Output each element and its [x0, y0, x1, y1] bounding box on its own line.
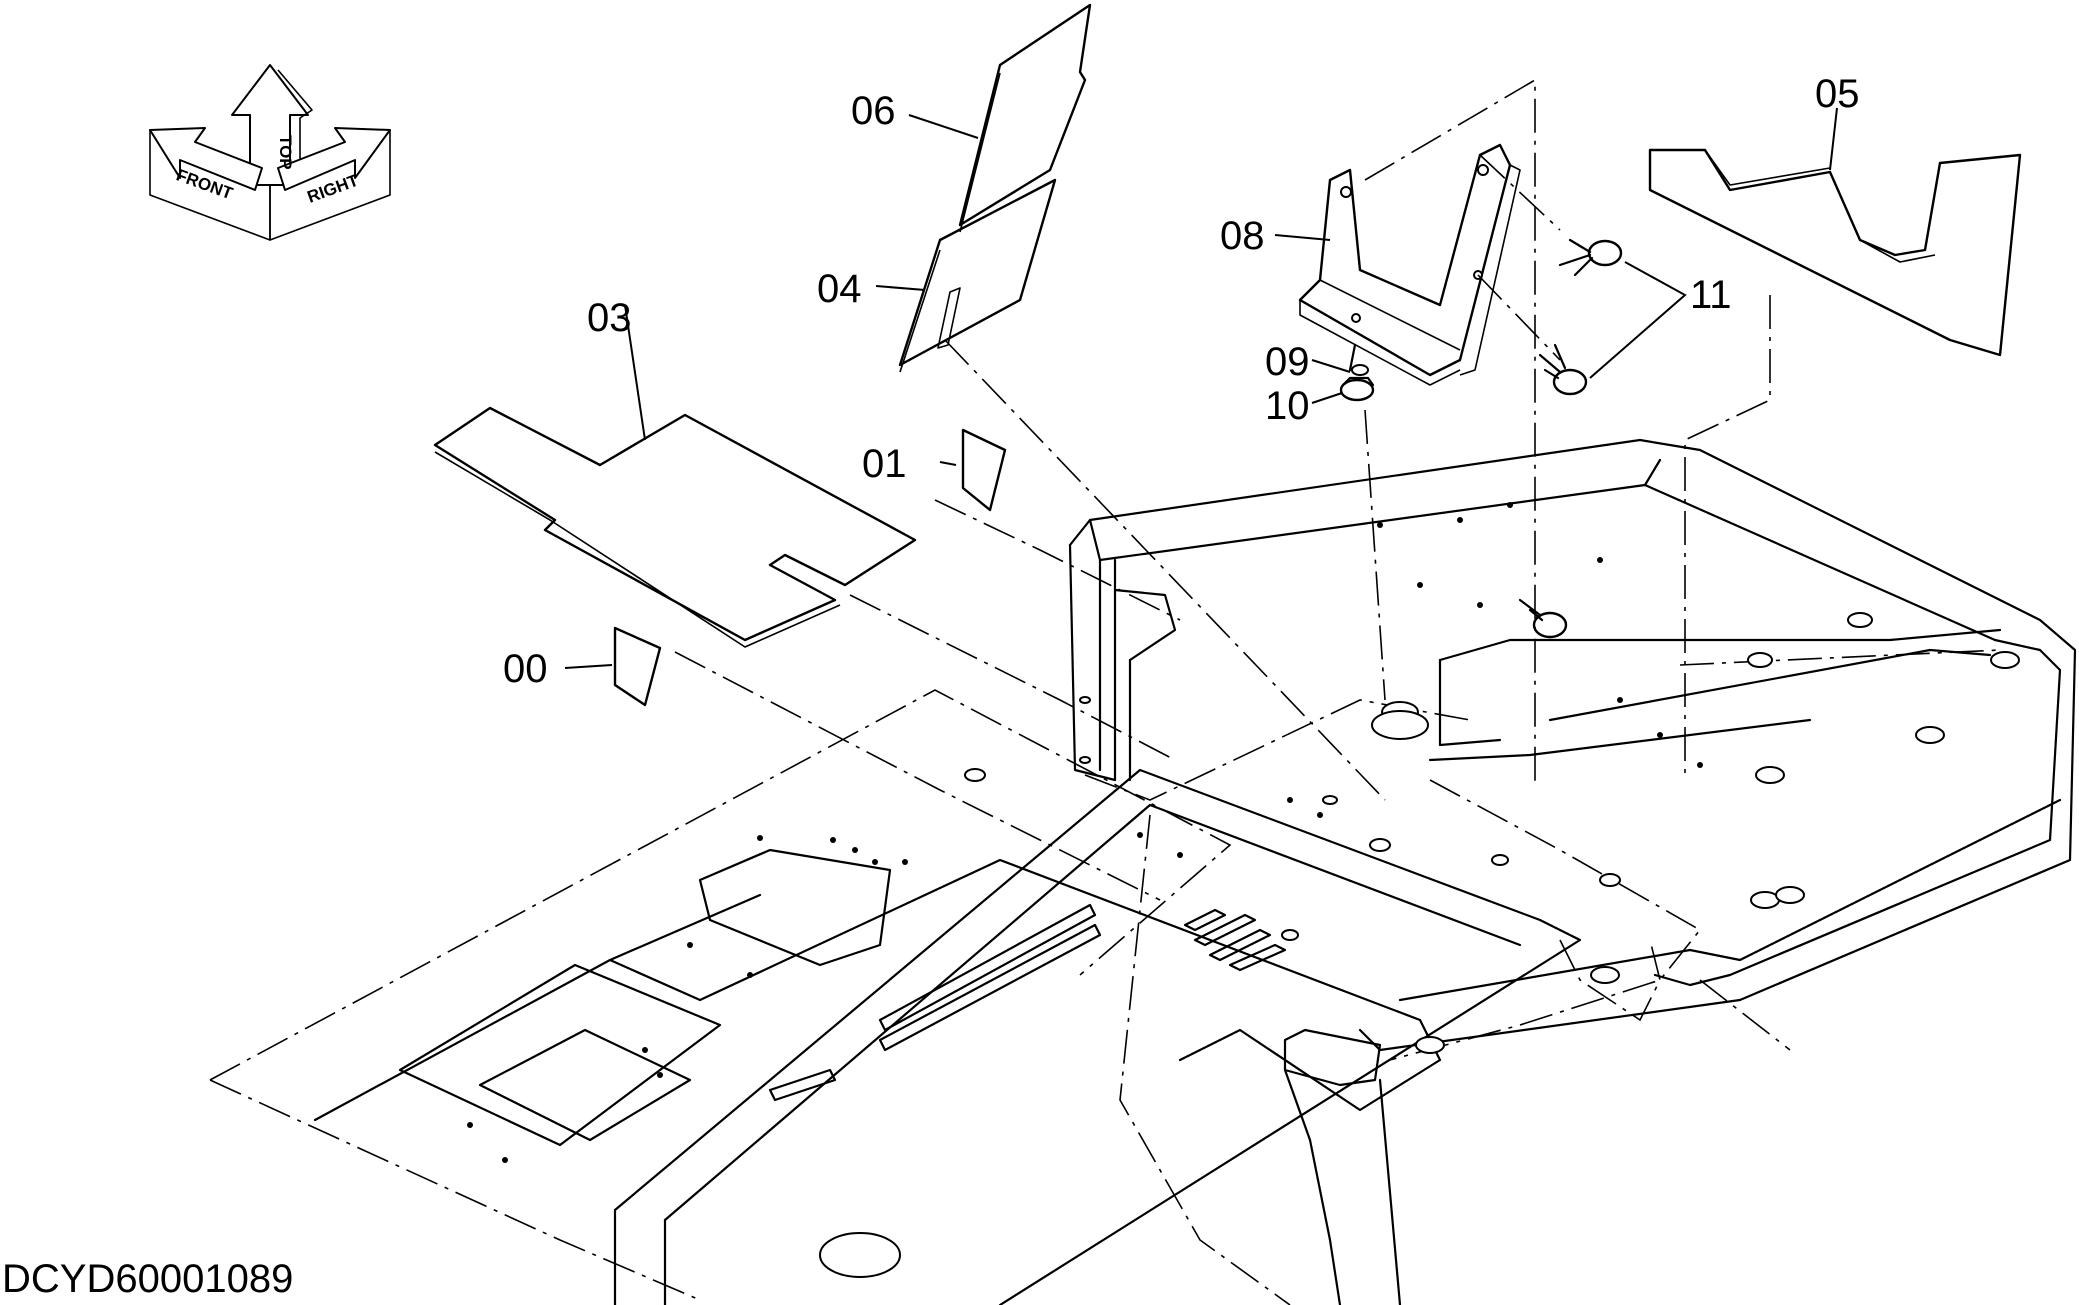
part-11-clamp-upper [1558, 238, 1623, 277]
base-frame [209, 438, 2077, 1305]
callout-09: 09 [1265, 340, 1310, 384]
callout-labels: 00 01 03 04 05 06 08 09 10 11 [503, 72, 1860, 691]
top-label: TOP [276, 135, 295, 170]
part-06-sheet [958, 3, 1092, 233]
part-04-sheet [898, 178, 1057, 373]
callout-06: 06 [851, 89, 896, 133]
part-00-pad [613, 626, 662, 707]
callout-00: 00 [503, 647, 548, 691]
frame-bolts [467, 502, 1703, 1163]
callout-01: 01 [862, 442, 907, 486]
front-arrow-icon [149, 127, 263, 191]
callout-04: 04 [817, 267, 862, 311]
part-01-pad [961, 428, 1007, 512]
part-11-clamp-installed [1518, 598, 1568, 639]
callout-10: 10 [1265, 384, 1310, 428]
callout-05: 05 [1815, 72, 1860, 116]
part-08-bracket [1298, 143, 1521, 386]
part-03-floor-mat [433, 406, 917, 648]
callout-03: 03 [587, 296, 632, 340]
frame-holes [819, 612, 2020, 1278]
orientation-indicator: FRONT TOP RIGHT [149, 64, 391, 241]
part-11-clamp-lower [1538, 343, 1588, 396]
callout-leaders [564, 107, 1838, 669]
callout-08: 08 [1220, 214, 1265, 258]
assembly-lines [674, 78, 1771, 901]
right-arrow-icon [277, 127, 391, 191]
part-05-side-panel [1648, 148, 2022, 357]
callout-11: 11 [1690, 273, 1732, 317]
part-10-clip [1339, 376, 1375, 402]
part-09-bolt [1348, 343, 1369, 376]
document-id: DCYD60001089 [2, 1257, 293, 1301]
